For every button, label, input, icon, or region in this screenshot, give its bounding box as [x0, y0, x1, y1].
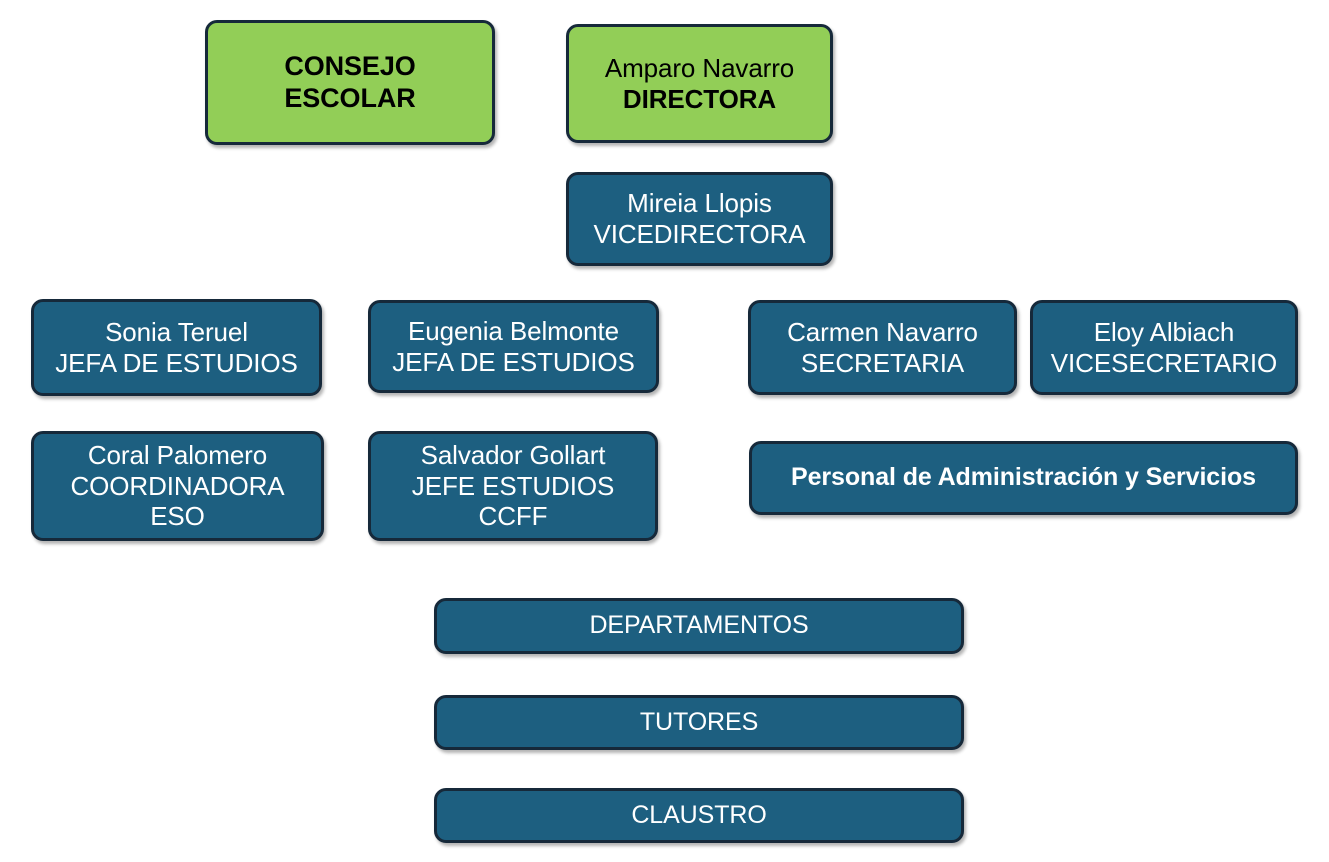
tutores-label: TUTORES [639, 707, 759, 736]
vicedirectora-name: Mireia Llopis [627, 188, 772, 219]
secretaria-role: SECRETARIA [800, 347, 965, 378]
node-secretaria[interactable]: Carmen Navarro SECRETARIA [748, 300, 1017, 395]
secretaria-name: Carmen Navarro [787, 316, 978, 347]
coordinadora-eso-name: Coral Palomero [87, 439, 268, 470]
node-jefe-estudios-ccff[interactable]: Salvador Gollart JEFE ESTUDIOS CCFF [368, 431, 658, 541]
jefe-estudios-ccff-role: JEFE ESTUDIOS [411, 470, 615, 501]
directora-name: Amparo Navarro [604, 52, 795, 83]
node-departamentos[interactable]: DEPARTAMENTOS [434, 598, 964, 654]
departamentos-label: DEPARTAMENTOS [589, 611, 809, 640]
jefa-estudios-1-role: JEFA DE ESTUDIOS [55, 347, 298, 378]
jefa-estudios-1-name: Sonia Teruel [105, 316, 248, 347]
node-jefa-estudios-2[interactable]: Eugenia Belmonte JEFA DE ESTUDIOS [368, 300, 659, 393]
jefe-estudios-ccff-name: Salvador Gollart [420, 439, 606, 470]
vicedirectora-role: VICEDIRECTORA [593, 219, 806, 249]
node-vicesecretario[interactable]: Eloy Albiach VICESECRETARIO [1030, 300, 1298, 395]
node-vicedirectora[interactable]: Mireia Llopis VICEDIRECTORA [566, 172, 833, 266]
consejo-escolar-line2: ESCOLAR [284, 82, 416, 113]
vicesecretario-name: Eloy Albiach [1093, 316, 1235, 347]
vicesecretario-role: VICESECRETARIO [1050, 347, 1278, 378]
claustro-label: CLAUSTRO [631, 800, 767, 829]
coordinadora-eso-role: COORDINADORA [70, 470, 285, 501]
jefa-estudios-2-name: Eugenia Belmonte [408, 315, 619, 346]
node-claustro[interactable]: CLAUSTRO [434, 788, 964, 843]
node-jefa-estudios-1[interactable]: Sonia Teruel JEFA DE ESTUDIOS [31, 299, 322, 396]
node-directora[interactable]: Amparo Navarro DIRECTORA [566, 24, 833, 143]
consejo-escolar-line1: CONSEJO [284, 50, 416, 81]
directora-role: DIRECTORA [622, 83, 777, 114]
coordinadora-eso-role2: ESO [150, 501, 205, 532]
node-coordinadora-eso[interactable]: Coral Palomero COORDINADORA ESO [31, 431, 324, 541]
jefe-estudios-ccff-role2: CCFF [478, 501, 548, 532]
node-pas[interactable]: Personal de Administración y Servicios [749, 441, 1298, 515]
node-consejo-escolar[interactable]: CONSEJO ESCOLAR [205, 20, 495, 145]
node-tutores[interactable]: TUTORES [434, 695, 964, 750]
jefa-estudios-2-role: JEFA DE ESTUDIOS [392, 346, 635, 377]
pas-label: Personal de Administración y Servicios [791, 463, 1256, 492]
